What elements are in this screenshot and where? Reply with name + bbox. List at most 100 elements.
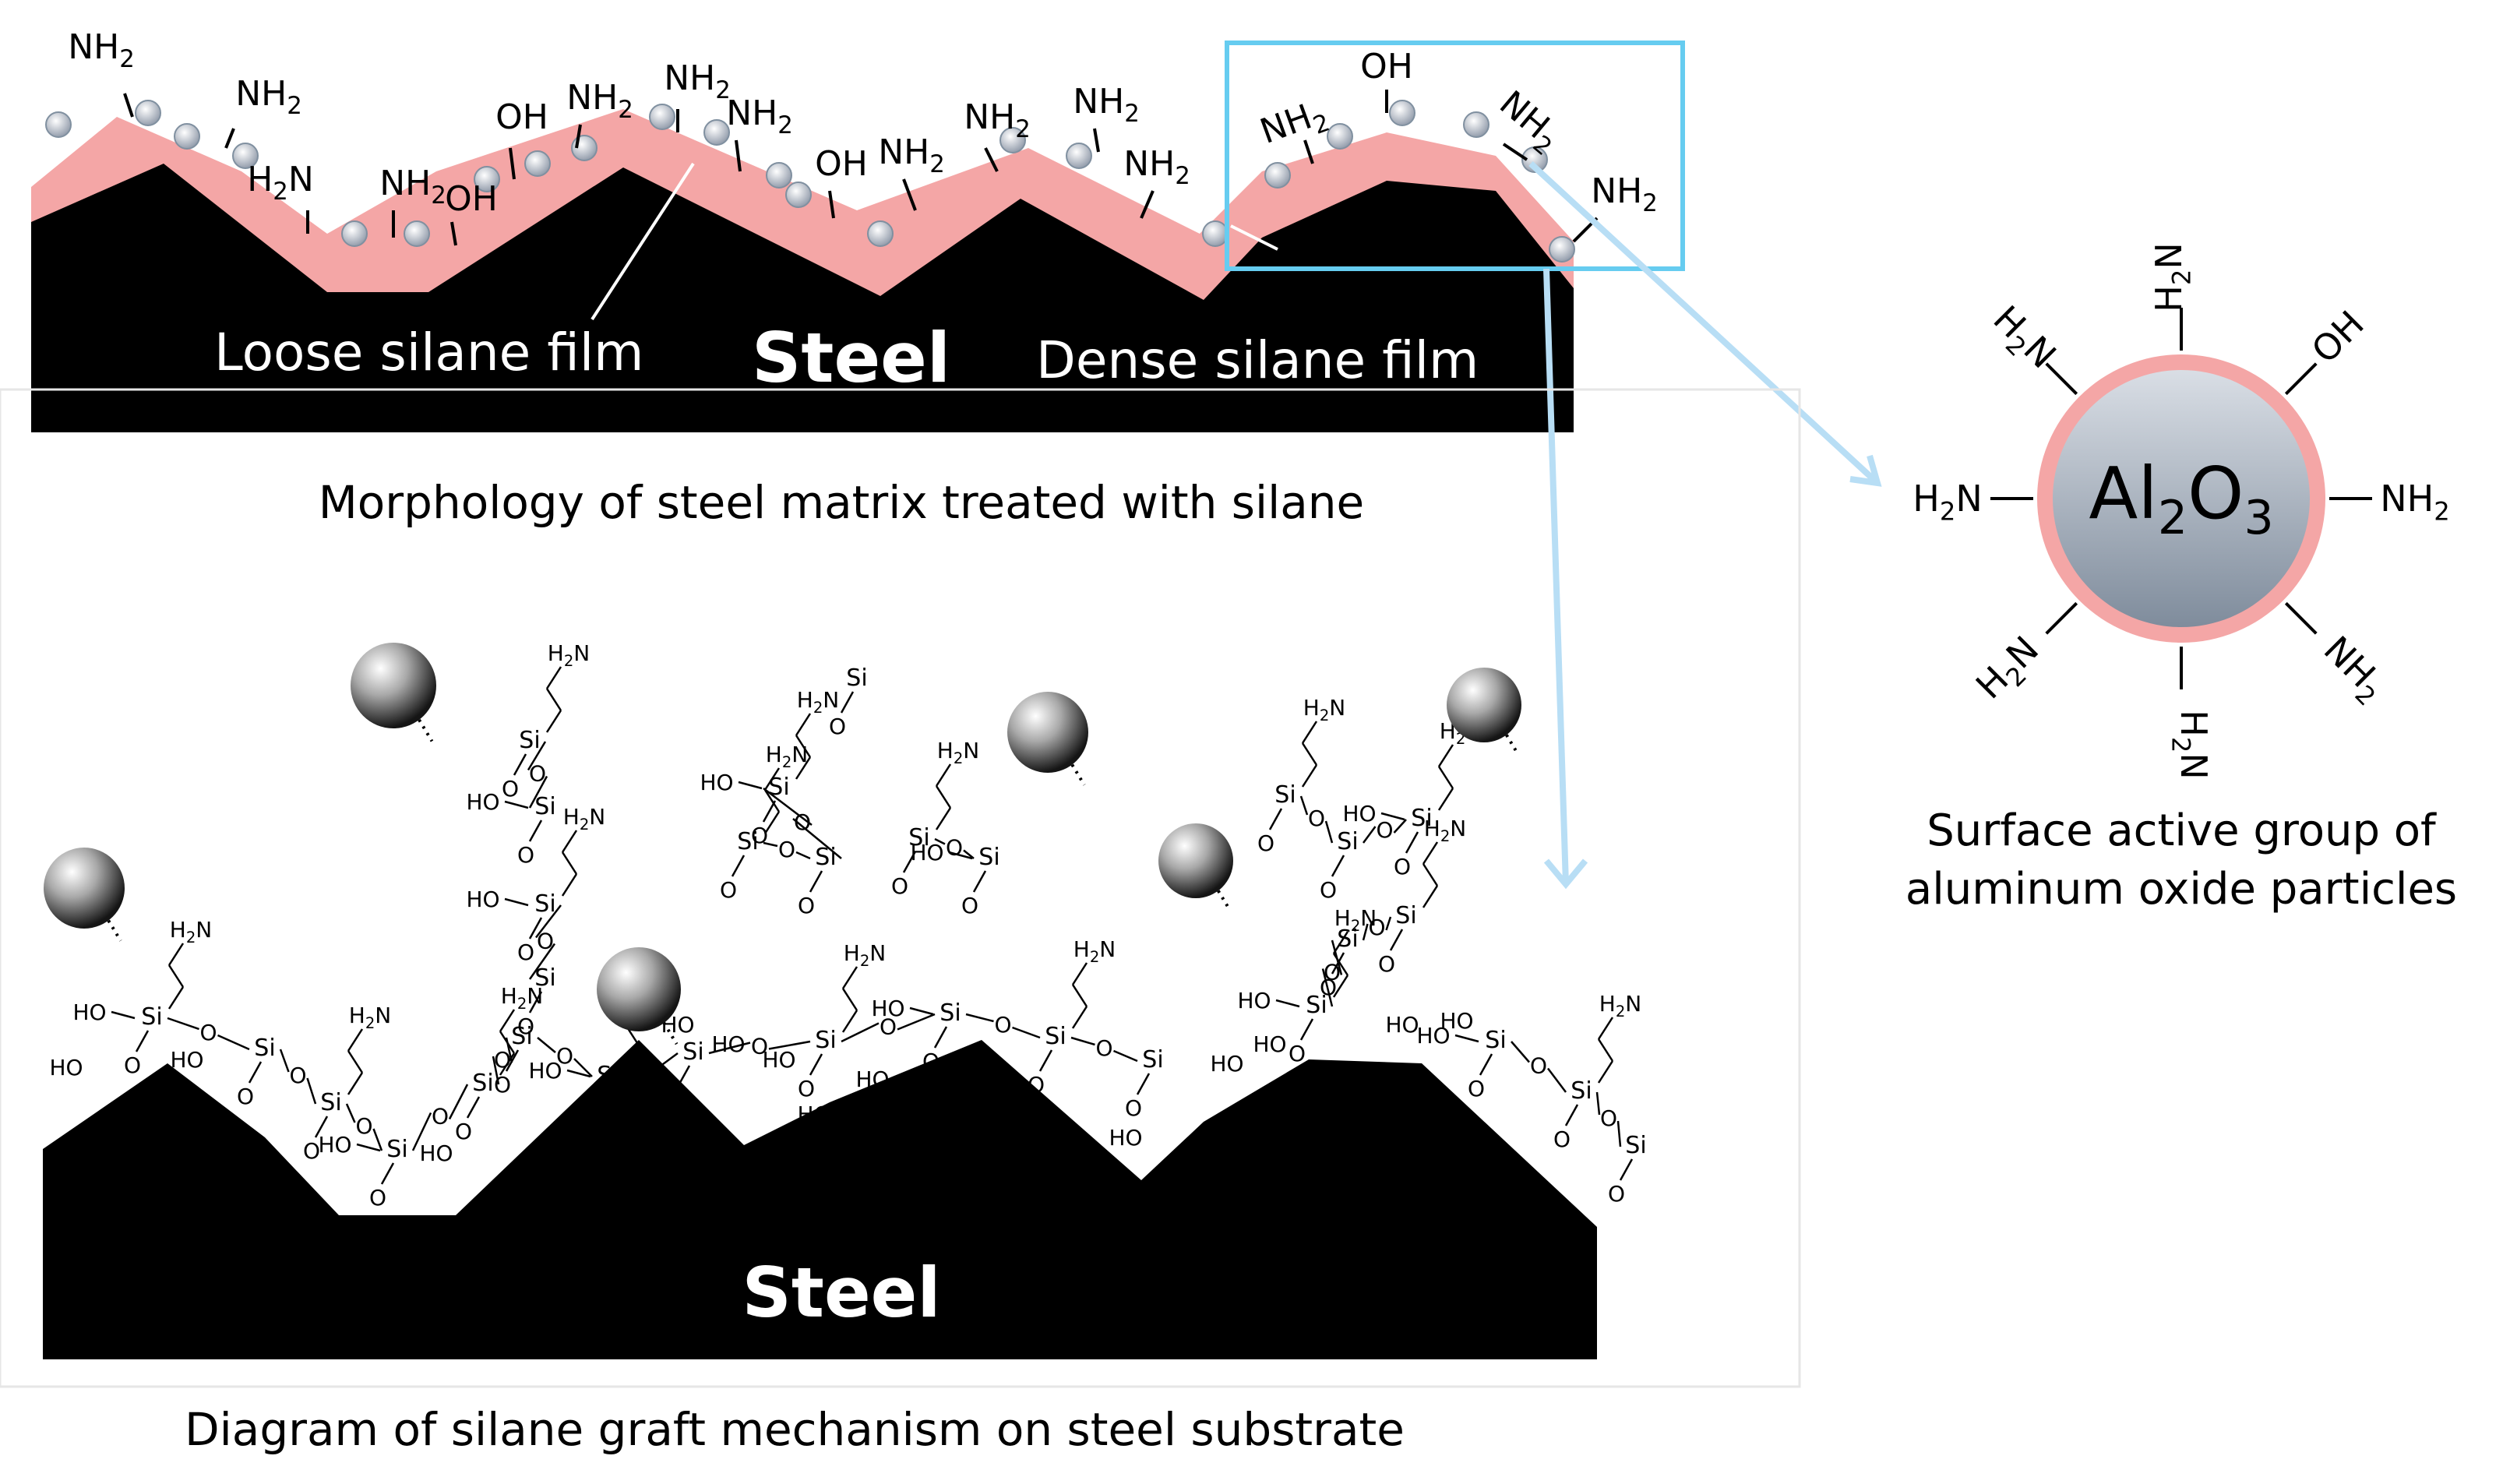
network-atom-label: Si — [597, 1062, 618, 1089]
steel-substrate-bottom — [43, 1040, 1597, 1359]
surface-group-bond — [828, 190, 835, 219]
network-bond — [167, 986, 185, 1010]
network-bond — [537, 1037, 556, 1053]
network-atom-label: Si — [1337, 828, 1358, 855]
network-atom-label: HO — [700, 770, 733, 795]
zoom-arrows — [1528, 161, 1882, 890]
network-bond — [466, 1096, 481, 1119]
surface-bead — [232, 143, 259, 169]
network-bond — [1422, 885, 1439, 908]
network-atom-label: Si — [1571, 1077, 1592, 1105]
network-atom-label: O — [946, 835, 963, 861]
network-atom-label: Si — [682, 1038, 703, 1066]
network-atom-label: Si — [815, 844, 836, 871]
network-bond — [902, 851, 917, 873]
network-atom-label: Si — [1337, 925, 1358, 953]
network-atom-label: HO — [711, 1031, 745, 1057]
arrow-to-particle-head — [1849, 454, 1882, 487]
network-atom-label: O — [1028, 1072, 1045, 1098]
network-atom-label: Si — [1274, 781, 1296, 809]
network-bond — [1299, 1018, 1314, 1041]
network-bond — [1437, 766, 1454, 789]
network-bond — [1332, 975, 1349, 998]
particle-core-label: Al2O3 — [2089, 452, 2273, 545]
surface-group-bond — [902, 178, 917, 211]
caption-top: Morphology of steel matrix treated with … — [319, 476, 1364, 529]
network-bond — [948, 851, 973, 860]
network-atom-label: O — [580, 1111, 597, 1137]
arrow-to-graft — [1543, 268, 1569, 885]
network-atom-label: Si — [320, 1089, 341, 1116]
network-bond — [167, 943, 185, 966]
particle-group-bond — [2284, 601, 2318, 635]
network-bond — [897, 1013, 936, 1031]
caption-particle-line1: Surface active group of — [1927, 805, 2437, 856]
surface-group-label: OH — [1360, 47, 1413, 86]
network-atom-label: Si — [815, 1027, 836, 1054]
network-atom-label: Si — [846, 664, 867, 692]
surface-bead — [474, 166, 500, 192]
network-bond — [763, 767, 781, 791]
network-atom-label: O — [1289, 1041, 1306, 1066]
surface-bead — [1264, 162, 1291, 189]
network-bond — [347, 1072, 364, 1095]
surface-bead — [45, 111, 72, 138]
network-atom-label: O — [517, 939, 534, 965]
particle-group-label: NH2 — [2380, 478, 2449, 527]
alumina-ball — [1158, 823, 1233, 898]
network-bond — [738, 781, 763, 790]
network-atom-label: O — [1320, 877, 1337, 903]
network-bond — [347, 1028, 364, 1052]
surface-group-label: NH2 — [1073, 82, 1140, 128]
network-atom-label: O — [994, 1012, 1011, 1038]
network-bond — [528, 991, 543, 1013]
network-atom-label: O — [517, 1013, 534, 1039]
surface-bead — [135, 100, 161, 126]
steel-label-top: Steel — [752, 318, 950, 398]
hydrogen-bond — [418, 718, 434, 742]
network-bond — [1362, 826, 1377, 844]
surface-bead — [341, 220, 368, 247]
network-bond — [504, 897, 529, 907]
network-bond — [1268, 808, 1283, 830]
network-bond — [841, 988, 858, 1011]
network-atom-label: H2N — [766, 742, 808, 771]
network-bond — [535, 904, 562, 939]
network-atom-label: HO — [1440, 1008, 1473, 1034]
arrow-to-particle — [1528, 161, 1880, 485]
network-bond — [763, 811, 781, 834]
network-atom-label: H2N — [548, 640, 590, 670]
network-atom-label: H2N — [844, 940, 886, 970]
network-atom-label: Si — [978, 844, 999, 871]
network-atom-label: HO — [528, 1058, 562, 1084]
o-symbol: O — [2187, 452, 2244, 535]
silane-graft-network: SiOHOH2NOSiOOSiOH2NOSiOHOOSiOH2NOSiOOSiO… — [49, 640, 1646, 1211]
network-bond — [841, 1010, 858, 1033]
network-atom-label: H2N — [937, 738, 979, 767]
network-bond — [841, 966, 858, 989]
surface-bead — [174, 123, 200, 150]
network-atom-label: O — [798, 1076, 815, 1102]
network-bond — [934, 837, 946, 845]
particle-group-bond — [2284, 362, 2318, 396]
network-bond — [372, 1128, 383, 1151]
network-bond — [1616, 1120, 1622, 1147]
network-bond — [1324, 820, 1334, 844]
network-bond — [1422, 841, 1439, 865]
network-atom-label: O — [720, 877, 737, 903]
particle-group-label: H2N — [1913, 478, 1983, 527]
network-bond — [708, 1042, 751, 1055]
network-bond — [935, 763, 952, 787]
network-atom-label: Si — [1411, 805, 1432, 832]
network-atom-label: Si — [1306, 992, 1327, 1019]
network-bond — [1070, 1036, 1095, 1046]
network-bond — [492, 1056, 500, 1085]
network-atom-label: H2N — [1424, 816, 1466, 845]
network-atom-label: HO — [1109, 1125, 1142, 1151]
network-atom-label: Si — [511, 1023, 532, 1050]
particle-core — [2053, 370, 2310, 627]
network-atom-label: O — [751, 1034, 768, 1059]
network-atom-label: HO — [1342, 801, 1376, 827]
network-bond — [1619, 1158, 1634, 1181]
